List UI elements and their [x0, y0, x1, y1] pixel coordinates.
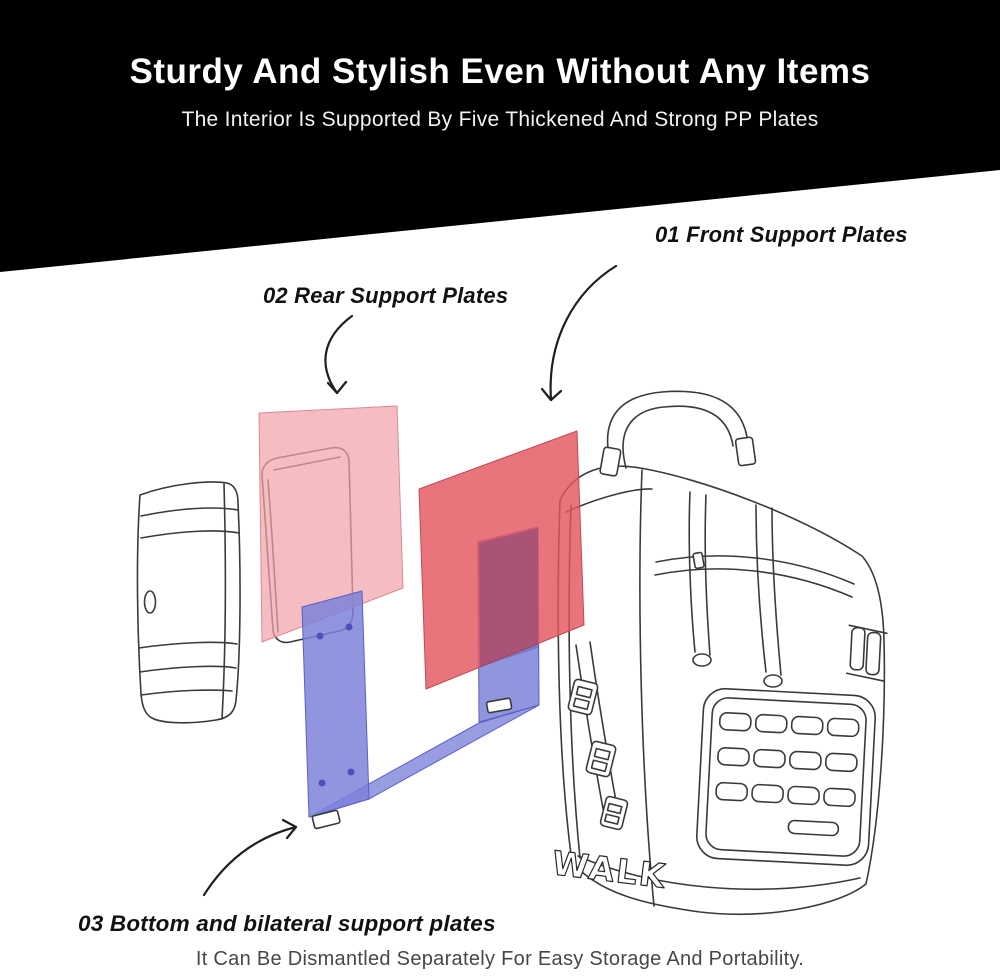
- side-bag-outline: [136, 481, 241, 724]
- rear-support-plate: [258, 405, 404, 643]
- arrow-to-bottom-plate: [202, 818, 298, 897]
- front-straps: [688, 491, 783, 688]
- plate-hinge: [485, 697, 513, 714]
- zipper-pull: [692, 551, 705, 570]
- main-bag-sketch: WALK: [549, 390, 888, 915]
- side-buckles: [567, 641, 629, 831]
- bottom-plate-left-wall: [301, 590, 370, 818]
- pocket-slot: [787, 819, 840, 837]
- front-support-plate: [418, 430, 585, 690]
- label-rear-plates: 02 Rear Support Plates: [263, 283, 509, 308]
- arrow-to-front-plate: [540, 264, 618, 402]
- zipper-line: [654, 551, 855, 598]
- side-bag-sketch: [136, 481, 241, 724]
- callout-arrows: [202, 264, 618, 897]
- label-bottom-plates: 03 Bottom and bilateral support plates: [78, 911, 496, 936]
- plate-tab: [311, 809, 341, 830]
- bag-handle: [599, 390, 757, 477]
- footer-note: It Can Be Dismantled Separately For Easy…: [195, 948, 805, 970]
- bottom-support-plate: [301, 590, 540, 830]
- side-bag-knob: [143, 590, 157, 614]
- plate-rivets: [316, 623, 355, 787]
- plate-overlap-shade: [479, 528, 538, 667]
- pocket-webbing: [715, 712, 860, 808]
- side-molle-loops: [845, 624, 888, 683]
- arrow-to-rear-plate: [324, 314, 354, 395]
- front-pocket: [695, 687, 877, 867]
- banner-subtitle: The Interior Is Supported By Five Thicke…: [181, 108, 819, 131]
- label-front-plates: 01 Front Support Plates: [655, 222, 908, 247]
- banner-title: Sturdy And Stylish Even Without Any Item…: [129, 52, 871, 91]
